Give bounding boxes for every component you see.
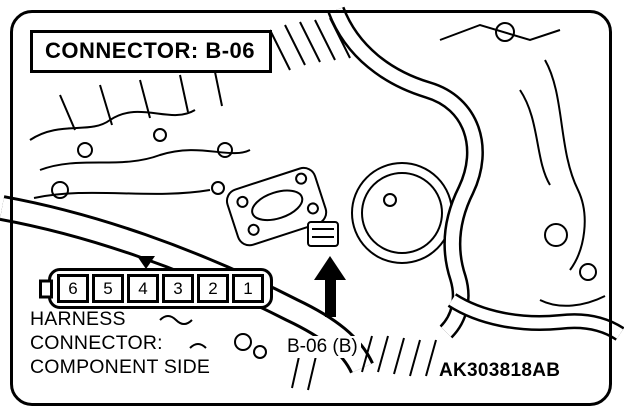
harness-caption-line3: COMPONENT SIDE xyxy=(30,356,211,379)
keying-triangle-icon xyxy=(137,256,155,269)
connector-title: CONNECTOR: B-06 xyxy=(45,38,256,63)
up-arrow-icon xyxy=(314,256,346,318)
harness-connector-pinout: 6 5 4 3 2 1 xyxy=(39,256,273,309)
harness-caption-line1: HARNESS xyxy=(30,308,126,330)
connector-ref-label: B-06 (B) xyxy=(284,336,361,358)
harness-connector-caption: HARNESS CONNECTOR: COMPONENT SIDE xyxy=(30,307,210,380)
pin-cell-2: 2 xyxy=(197,274,229,303)
connector-title-box: CONNECTOR: B-06 xyxy=(30,30,273,73)
pin-cell-6: 6 xyxy=(57,274,89,303)
pin-cell-4: 4 xyxy=(127,274,159,303)
up-arrow-shaft xyxy=(324,279,336,317)
connector-lock-tab xyxy=(39,279,53,298)
figure-code: AK303818AB xyxy=(436,360,564,382)
up-arrow-head xyxy=(314,256,346,280)
harness-caption-line2: CONNECTOR: xyxy=(30,332,163,355)
pin-cell-1: 1 xyxy=(232,274,264,303)
pin-cell-3: 3 xyxy=(162,274,194,303)
pin-cell-5: 5 xyxy=(92,274,124,303)
